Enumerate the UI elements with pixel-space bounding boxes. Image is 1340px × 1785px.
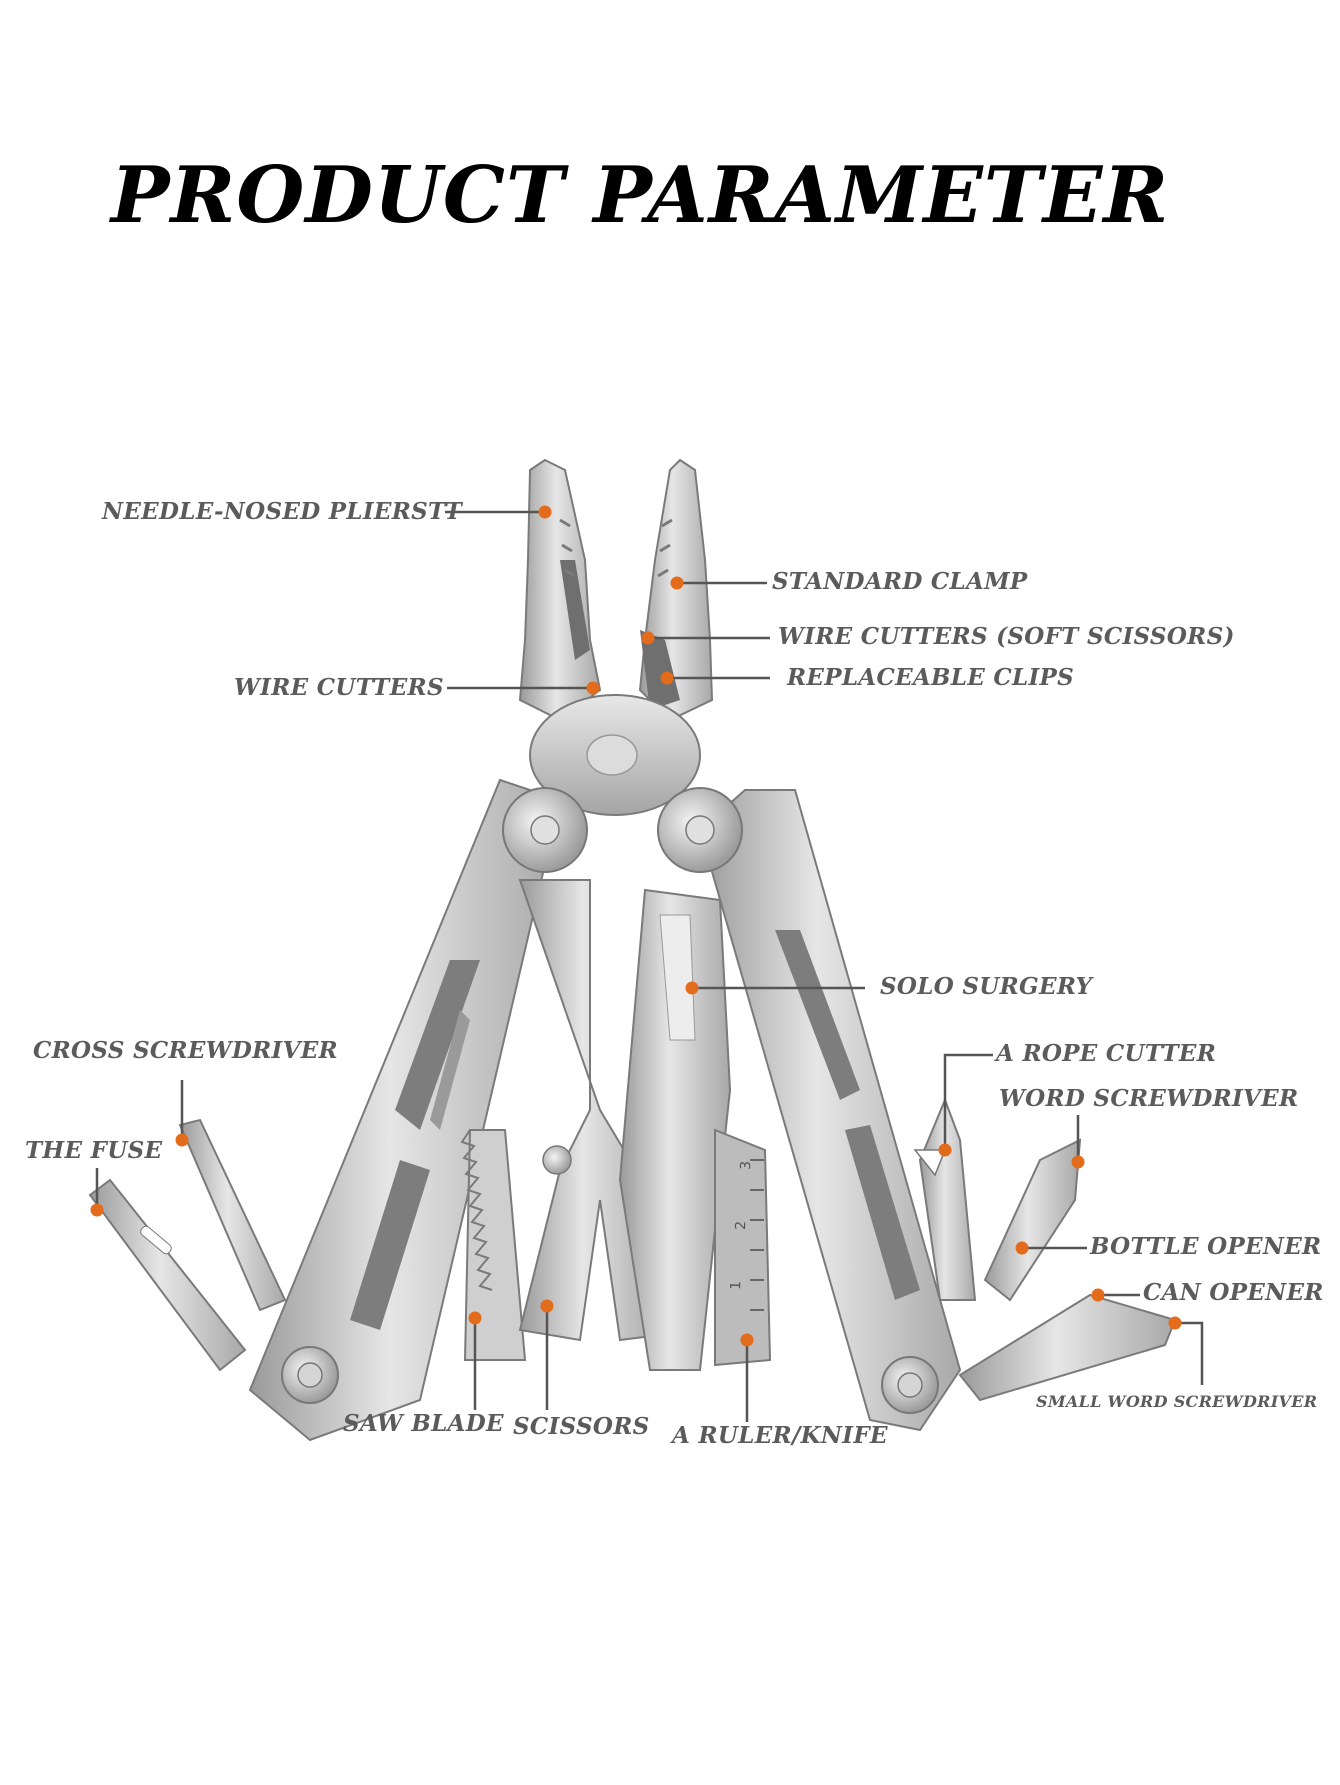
marker-the-fuse (90, 1203, 104, 1217)
cross-screwdriver-tool (178, 1118, 287, 1312)
label-replaceable-clips: REPLACEABLE CLIPS (787, 664, 1075, 691)
label-wire-cutters: WIRE CUTTERS (234, 674, 444, 701)
word-screwdriver-tool (983, 1138, 1082, 1302)
label-a-ruler-knife: A RULER/KNIFE (672, 1422, 888, 1449)
marker-solo-surgery (685, 981, 699, 995)
label-can-opener: CAN OPENER (1143, 1279, 1324, 1306)
left-upper-bolt (502, 787, 588, 873)
leader-small-word-screwdriver (1173, 1321, 1204, 1385)
leader-rope-cutter (943, 1053, 993, 1148)
label-saw-blade: SAW BLADE (343, 1410, 504, 1437)
label-bottle-opener: BOTTLE OPENER (1090, 1233, 1322, 1260)
saw-blade (460, 1129, 527, 1361)
rope-cutter-tool (913, 1097, 977, 1301)
label-scissors: SCISSORS (513, 1413, 650, 1440)
ruler-mark-3: 3 (738, 1161, 754, 1170)
right-handle (698, 789, 962, 1432)
label-the-fuse: THE FUSE (25, 1137, 163, 1164)
marker-small-word-screwdriver (1168, 1316, 1182, 1330)
label-small-word-screwdriver: SMALL WORD SCREWDRIVER (1036, 1392, 1318, 1411)
label-word-screwdriver: WORD SCREWDRIVER (999, 1085, 1299, 1112)
page-title: PRODUCT PARAMETER (110, 150, 1170, 241)
needle-nose-jaw-right (638, 458, 714, 722)
label-needle-nosed-pliers: NEEDLE-NOSED PLIERSTT (102, 498, 463, 525)
label-cross-screwdriver: CROSS SCREWDRIVER (33, 1037, 338, 1064)
marker-word-screwdriver (1071, 1155, 1085, 1169)
ruler-mark-1: 1 (728, 1281, 744, 1290)
marker-scissors (540, 1299, 554, 1313)
fuse-tool (88, 1178, 247, 1372)
marker-replaceable-clips (660, 671, 674, 685)
marker-wire-cutters-soft (641, 631, 655, 645)
ruler-mark-2: 2 (733, 1221, 749, 1230)
label-standard-clamp: STANDARD CLAMP (772, 568, 1028, 595)
label-wire-cutters-soft-scissors: WIRE CUTTERS (SOFT SCISSORS) (778, 623, 1235, 650)
right-upper-bolt (657, 787, 743, 873)
can-opener-tool (958, 1293, 1177, 1402)
marker-standard-clamp (670, 576, 684, 590)
marker-can-opener (1091, 1288, 1105, 1302)
marker-saw-blade (468, 1311, 482, 1325)
marker-cross-screwdriver (175, 1133, 189, 1147)
ruler-tool (714, 1128, 772, 1367)
needle-nose-jaw-left (518, 458, 602, 722)
leader-lines (95, 510, 1204, 1422)
marker-wire-cutters (586, 681, 600, 695)
label-a-rope-cutter: A ROPE CUTTER (996, 1040, 1217, 1067)
knife-blade (618, 888, 732, 1371)
marker-needle-nosed-pliers (538, 505, 552, 519)
marker-bottle-opener (1015, 1241, 1029, 1255)
pliers-pivot (529, 694, 701, 816)
markers (90, 505, 1182, 1347)
marker-ruler-knife (740, 1333, 754, 1347)
label-solo-surgery: SOLO SURGERY (880, 973, 1093, 1000)
marker-rope-cutter (938, 1143, 952, 1157)
